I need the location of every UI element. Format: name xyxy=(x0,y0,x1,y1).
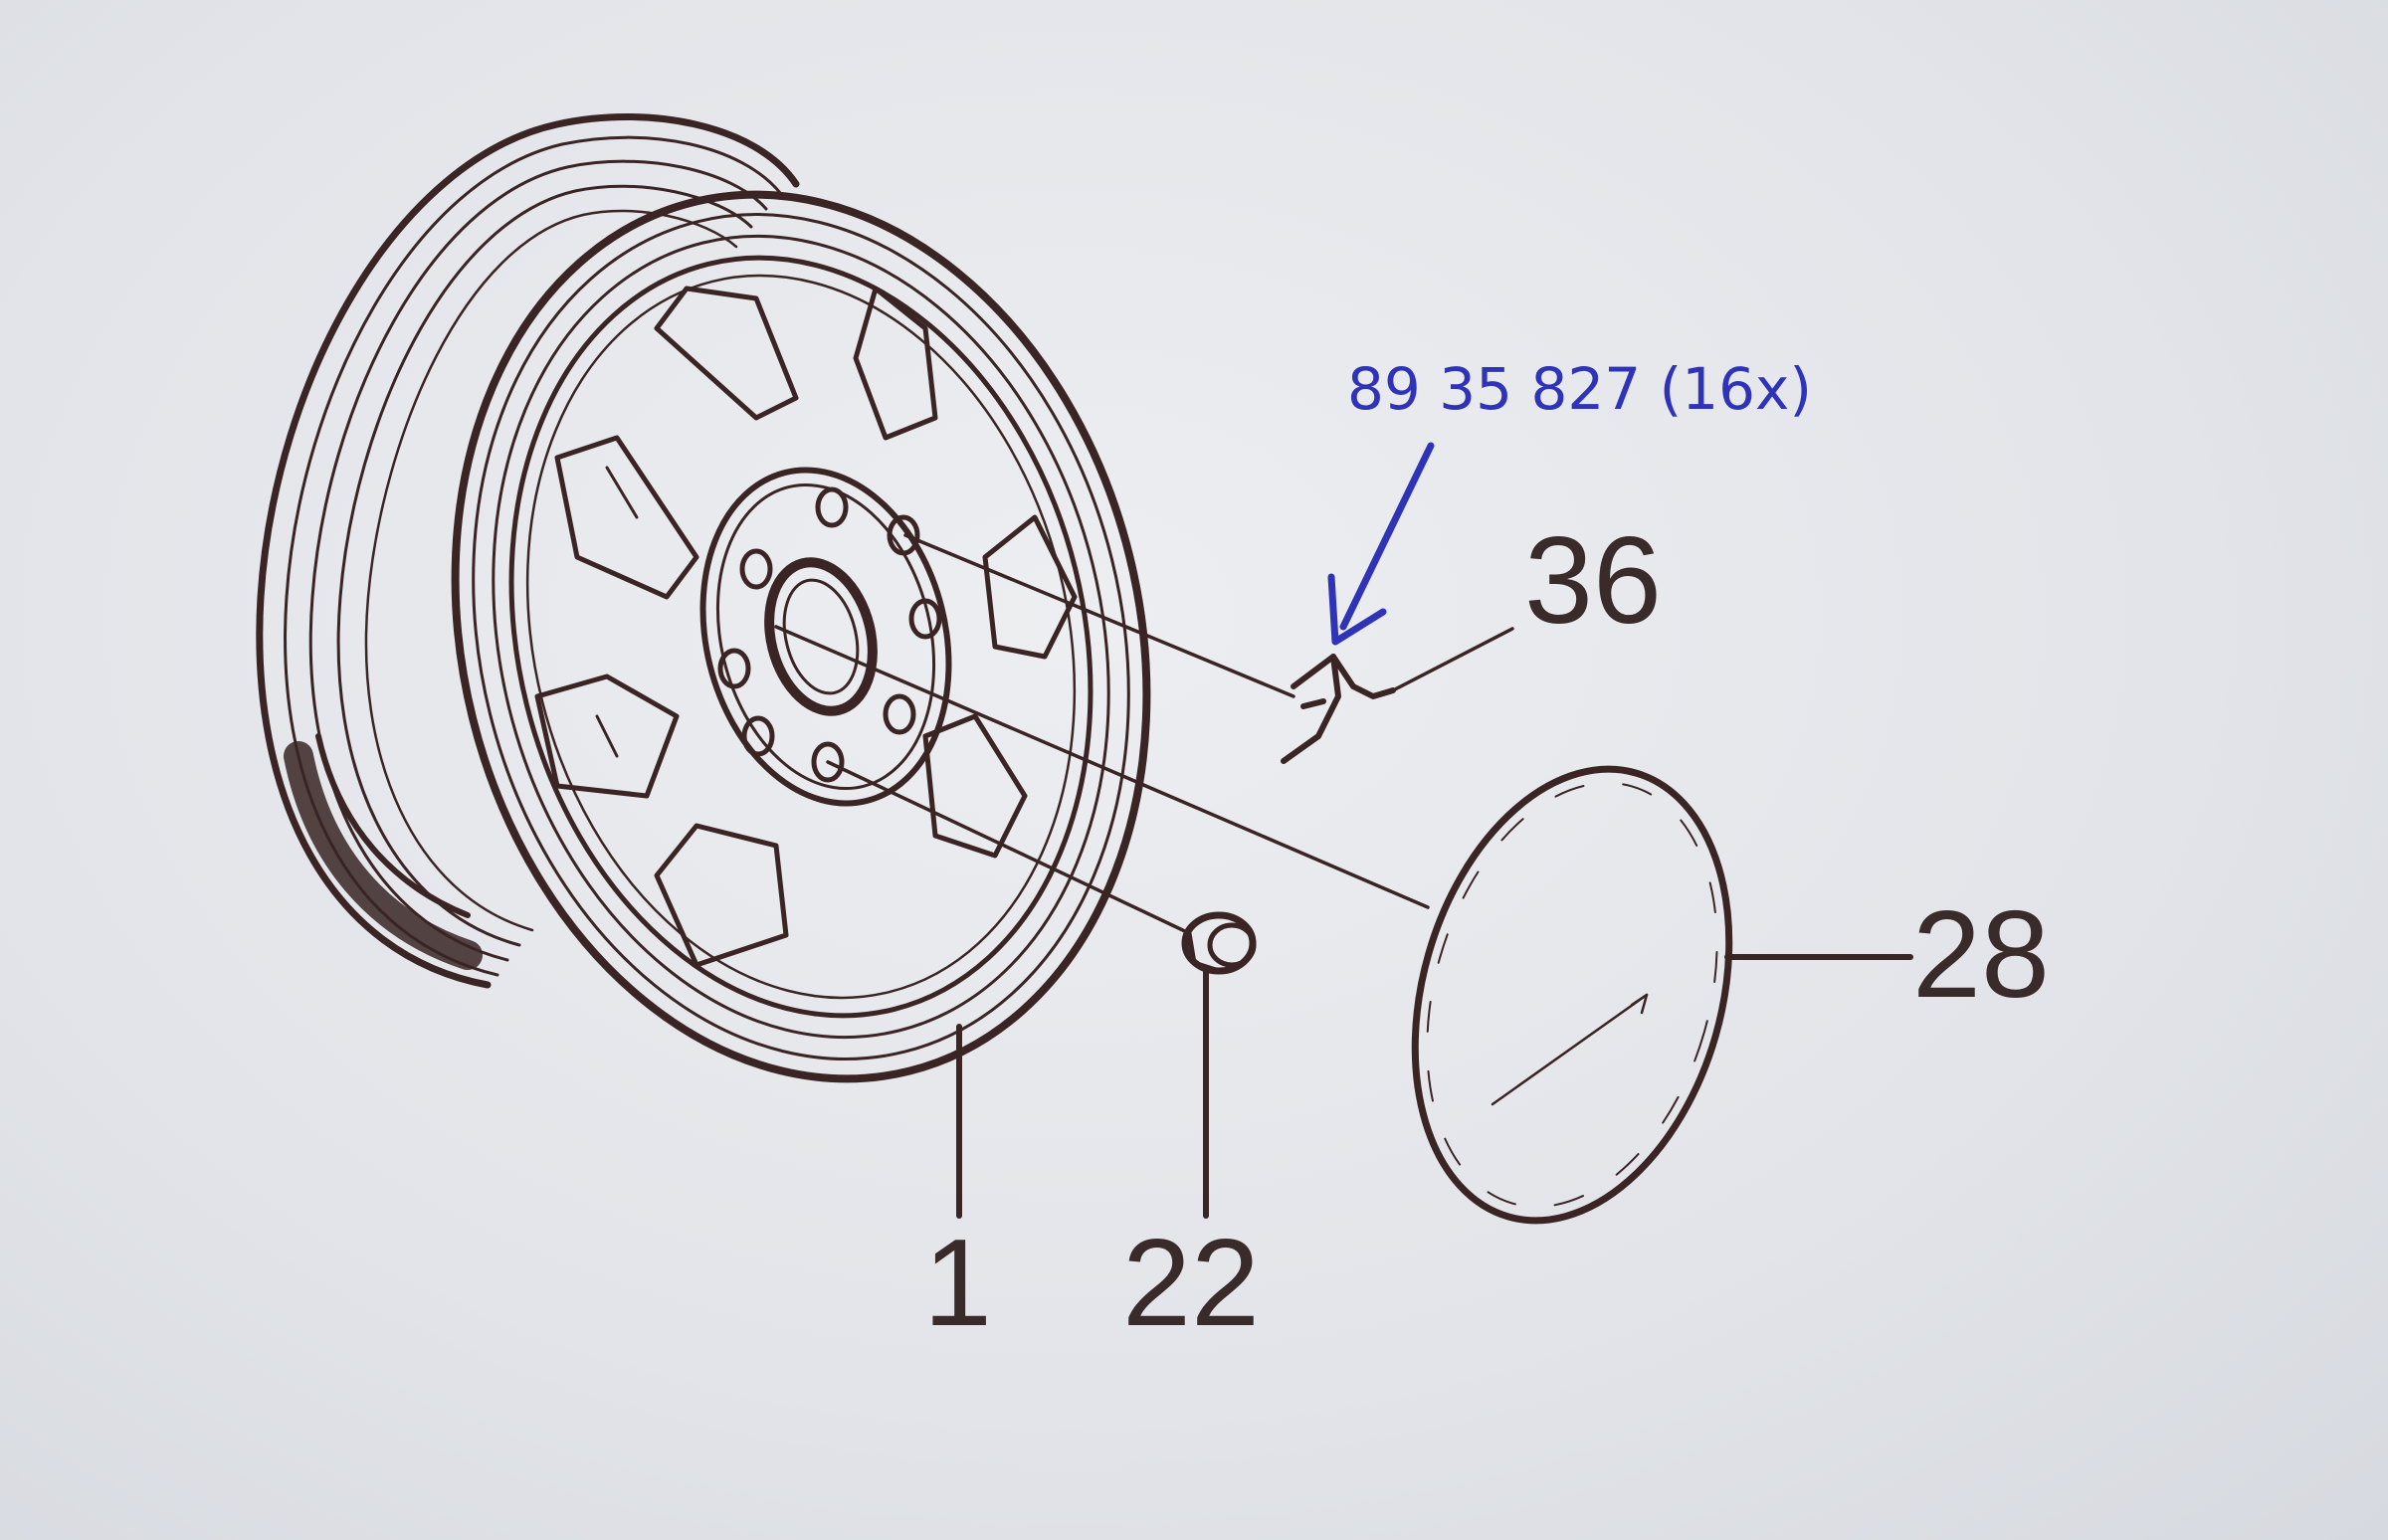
explosion-lines xyxy=(774,533,1913,1219)
hub-cap xyxy=(1411,765,1733,1225)
wheel-nut xyxy=(1181,911,1257,975)
wheel-tire xyxy=(256,113,800,989)
part-number-annotation: 89 35 827 (16x) xyxy=(1347,355,1813,423)
balance-clip xyxy=(1281,654,1396,764)
annotation-arrow xyxy=(1327,442,1435,646)
callout-36: 36 xyxy=(1524,512,1662,650)
wheel-spokes xyxy=(534,286,1078,968)
callout-22: 22 xyxy=(1122,1215,1260,1352)
wheel-hub xyxy=(699,467,952,807)
callout-28: 28 xyxy=(1912,886,2050,1024)
callout-1: 1 xyxy=(923,1215,992,1352)
